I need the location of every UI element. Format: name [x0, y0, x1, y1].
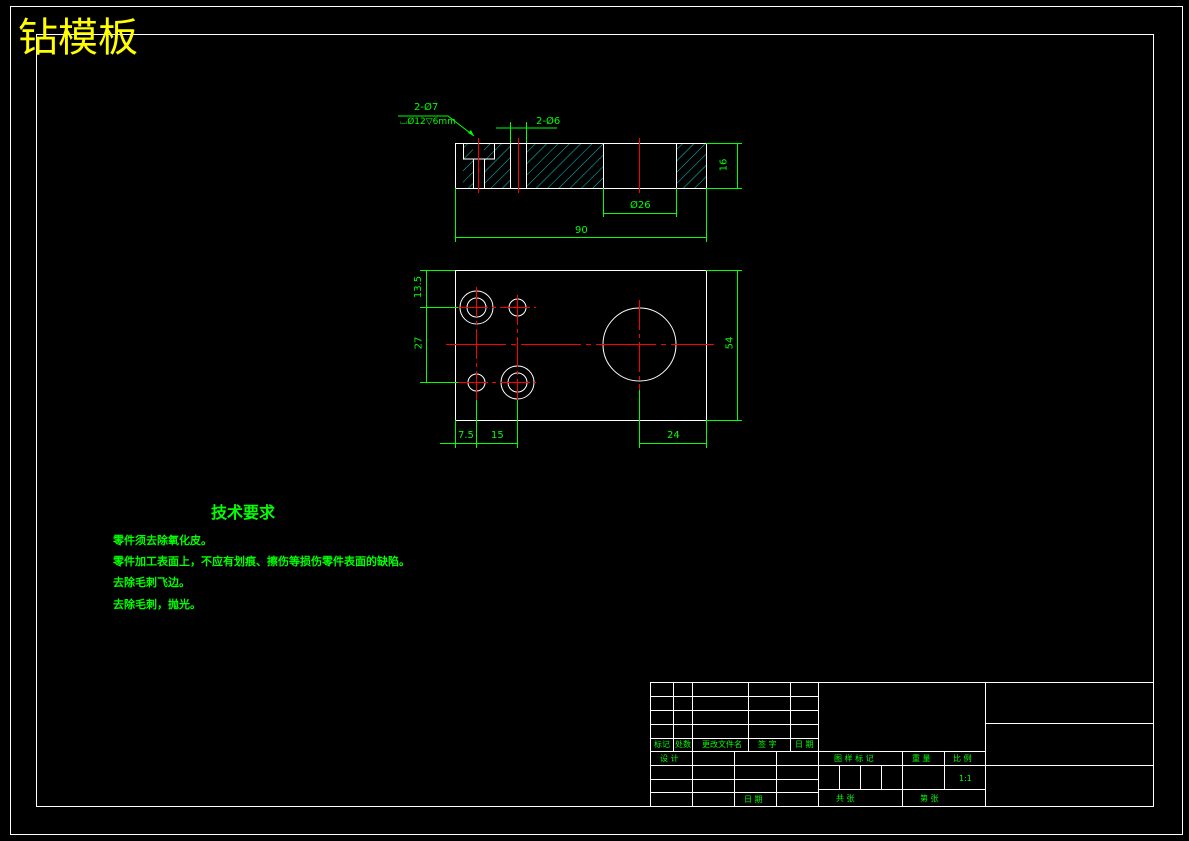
tb-date-label: 日 期: [795, 740, 814, 749]
dim-hole-spacing: 27: [413, 336, 425, 350]
dim-overall-length: 90: [575, 225, 588, 236]
tb-weight-label: 重 量: [912, 754, 931, 763]
dim-left-offset: 7.5: [458, 430, 474, 441]
drawing-title: 钻模板: [18, 15, 138, 61]
tb-design-label: 设 计: [660, 754, 679, 763]
requirement-item: 去除毛刺，抛光。: [113, 598, 201, 611]
section-view: [398, 115, 742, 242]
dim-height: 16: [718, 158, 730, 172]
callout-counterbore-spec: ⌴Ø12▽6mm: [400, 117, 456, 127]
plan-view: [420, 270, 742, 448]
requirement-item: 零件须去除氧化皮。: [113, 534, 212, 547]
dim-overall-width: 54: [724, 336, 736, 350]
tb-approve-date-label: 日 期: [744, 795, 763, 804]
dim-offset-top: 13.5: [413, 275, 425, 299]
tb-stage-mark-label: 图 样 标 记: [834, 754, 874, 763]
dim-bore-diameter: Ø26: [630, 200, 651, 211]
requirement-item: 零件加工表面上，不应有划痕、擦伤等损伤零件表面的缺陷。: [113, 555, 410, 568]
tb-scale-value: 1:1: [959, 774, 972, 783]
tb-total-label: 共 张: [836, 794, 855, 803]
outer-frame: [10, 6, 1183, 835]
inner-frame: [36, 34, 1154, 807]
requirements-heading: 技术要求: [211, 503, 276, 522]
tb-change-doc-label: 更改文件名: [702, 740, 742, 749]
tb-count-label: 处数: [675, 740, 691, 749]
requirement-item: 去除毛刺飞边。: [113, 576, 190, 589]
callout-counterbore-holes: 2-Ø7: [414, 102, 439, 113]
tb-signature-label: 签 字: [758, 740, 777, 749]
callout-small-holes: 2-Ø6: [536, 116, 561, 127]
dim-hole-pitch: 15: [491, 430, 504, 441]
tb-mark-label: 标记: [654, 740, 670, 749]
tb-scale-label: 比 例: [953, 754, 972, 763]
title-block: [650, 682, 1154, 807]
dim-right-offset: 24: [667, 430, 680, 441]
tb-sheet-label: 第 张: [920, 794, 939, 803]
